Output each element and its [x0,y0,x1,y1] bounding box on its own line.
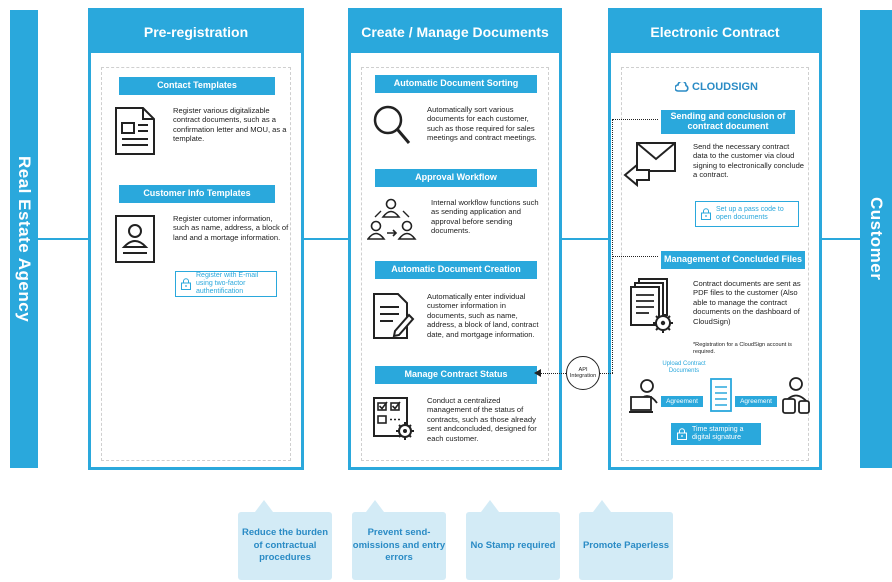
integration-line [612,119,658,120]
integration-line [612,119,613,373]
benefit-prevent-omissions: Prevent send-omissions and entry errors [352,512,446,580]
checklist-gear-icon [371,395,417,443]
document-icon [113,105,157,157]
lock-icon [181,278,191,290]
workflow-icon [367,197,417,241]
file-stack-gear-icon [629,277,679,335]
description: Automatically sort various documents for… [427,105,537,143]
edit-document-icon [371,291,415,341]
agreement-left: Agreement [661,396,703,407]
badge-automatic-document-creation: Automatic Document Creation [375,261,537,279]
badge-automatic-document-sorting: Automatic Document Sorting [375,75,537,93]
column-inner [621,67,809,461]
connector-line [38,238,88,240]
benefit-pointer [593,500,611,512]
timestamp-text: Time stamping a digital signature [692,425,744,441]
cloudsign-logo: CLOUDSIGN [675,81,758,93]
lock-icon [677,428,687,440]
user-card-icon [113,213,157,265]
description: Conduct a centralized management of the … [427,396,537,443]
integration-line [600,373,613,374]
description: Register various digitalizable contract … [173,106,287,144]
connector-line [304,238,348,240]
logo-text: CLOUDSIGN [692,81,758,93]
description: Automatically enter individual customer … [427,292,539,339]
real-estate-agency-sidebar: Real Estate Agency [10,10,38,468]
two-factor-notice: Register with E-mail using two-factor au… [175,271,277,297]
column-pre-registration: Pre-registration Contact Templates Regis… [88,8,304,470]
timestamp-notice: Time stamping a digital signature [671,423,761,445]
sidebar-label: Real Estate Agency [15,155,34,323]
description: Contract documents are sent as PDF files… [693,279,801,326]
integration-line [540,373,566,374]
phone-user-icon [779,375,813,415]
description: Internal workflow functions such as send… [431,198,539,236]
description: Register cutomer information, such as na… [173,214,289,242]
integration-line [612,256,658,257]
passcode-notice: Set up a pass code to open documents [695,201,799,227]
column-title: Electronic Contract [611,11,819,53]
sidebar-label: Customer [867,197,886,281]
customer-sidebar: Customer [860,10,892,468]
agreement-right: Agreement [735,396,777,407]
badge-customer-info-templates: Customer Info Templates [119,185,275,203]
description: Send the necessary contract data to the … [693,142,805,180]
badge-manage-contract-status: Manage Contract Status [375,366,537,384]
secure-text: Set up a pass code to open documents [716,205,784,221]
column-create-manage: Create / Manage Documents Automatic Docu… [348,8,562,470]
benefit-reduce-burden: Reduce the burden of contractual procedu… [238,512,332,580]
badge-sending-and-conclusion: Sending and conclusion of contract docum… [661,110,795,134]
connector-line [822,238,860,240]
column-inner [361,67,549,461]
benefit-promote-paperless: Promote Paperless [579,512,673,580]
api-integration-badge: API Integration [566,356,600,390]
badge-contact-templates: Contact Templates [119,77,275,95]
arrow-head [534,369,541,377]
laptop-user-icon [629,377,659,415]
column-inner [101,67,291,461]
column-title: Create / Manage Documents [351,11,559,53]
benefit-pointer [366,500,384,512]
upload-label: Upload Contract Documents [662,361,706,374]
badge-management-of-concluded-files: Management of Concluded Files [661,251,805,269]
magnifier-icon [371,103,413,151]
envelope-icon [623,139,679,191]
connector-line [562,238,608,240]
benefit-no-stamp: No Stamp required [466,512,560,580]
cloud-icon [675,82,689,92]
column-electronic-contract: Electronic Contract CLOUDSIGN Sending an… [608,8,822,470]
benefit-pointer [255,500,273,512]
lock-icon [701,208,711,220]
column-title: Pre-registration [91,11,301,53]
contract-document-icon [709,377,733,413]
benefit-pointer [481,500,499,512]
badge-approval-workflow: Approval Workflow [375,169,537,187]
secure-text: Register with E-mail using two-factor au… [196,271,259,296]
registration-note: *Registration for a CloudSign account is… [693,342,792,355]
